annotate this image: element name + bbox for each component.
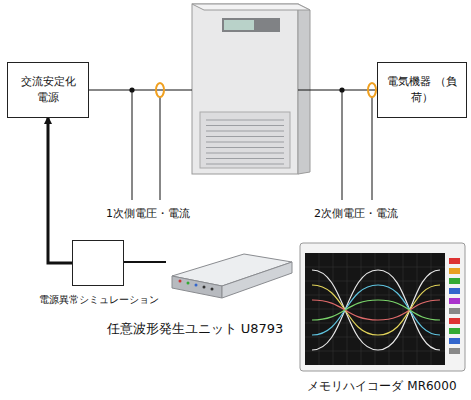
panel-key xyxy=(449,328,460,334)
vent-line xyxy=(206,153,284,154)
panel-key xyxy=(449,278,460,284)
caption-label: メモリハイコーダ MR6000 xyxy=(307,378,456,395)
grid-line xyxy=(305,267,445,268)
panel-key xyxy=(449,338,460,344)
panel-key xyxy=(449,288,460,294)
panel-key xyxy=(449,308,460,314)
memory-hicorder xyxy=(300,243,465,371)
grid-line xyxy=(305,309,445,310)
grid-line xyxy=(305,295,445,296)
load-box: 電気機器 （負荷） xyxy=(377,62,467,118)
caption-label: 1次側電圧・電流 xyxy=(106,206,190,221)
node-text: 電気機器 （負荷） xyxy=(384,74,460,107)
power-wire xyxy=(88,90,378,262)
vent-line xyxy=(206,125,284,126)
panel-key xyxy=(449,298,460,304)
vent-line xyxy=(206,120,284,121)
current-sensor xyxy=(156,83,164,97)
grid-line xyxy=(305,351,445,352)
vent-line xyxy=(206,142,284,143)
vent-line xyxy=(206,164,284,165)
signal-box: 電源異常シミュレーション xyxy=(72,240,124,286)
node-text: 交流安定化 電源 xyxy=(14,74,82,107)
panel-key xyxy=(449,318,460,324)
signal-arrow xyxy=(48,118,72,263)
waveform-unit xyxy=(172,254,292,298)
vent-line xyxy=(206,147,284,148)
vent-line xyxy=(206,131,284,132)
caption-label: 任意波形発生ユニット U8793 xyxy=(107,320,284,338)
ups-cabinet xyxy=(192,4,310,174)
power-supply-box: 交流安定化 電源 xyxy=(7,62,89,118)
panel-key xyxy=(449,268,460,274)
junction-dot xyxy=(339,87,344,92)
current-sensor xyxy=(368,83,376,97)
panel-key xyxy=(449,258,460,264)
panel-key xyxy=(449,348,460,354)
caption-label: 2次側電圧・電流 xyxy=(314,206,398,221)
node-text: 電源異常シミュレーション xyxy=(39,293,159,307)
grid-line xyxy=(305,337,445,338)
junction-dot xyxy=(129,87,134,92)
grid-line xyxy=(305,323,445,324)
vent-line xyxy=(206,158,284,159)
vent-line xyxy=(206,136,284,137)
